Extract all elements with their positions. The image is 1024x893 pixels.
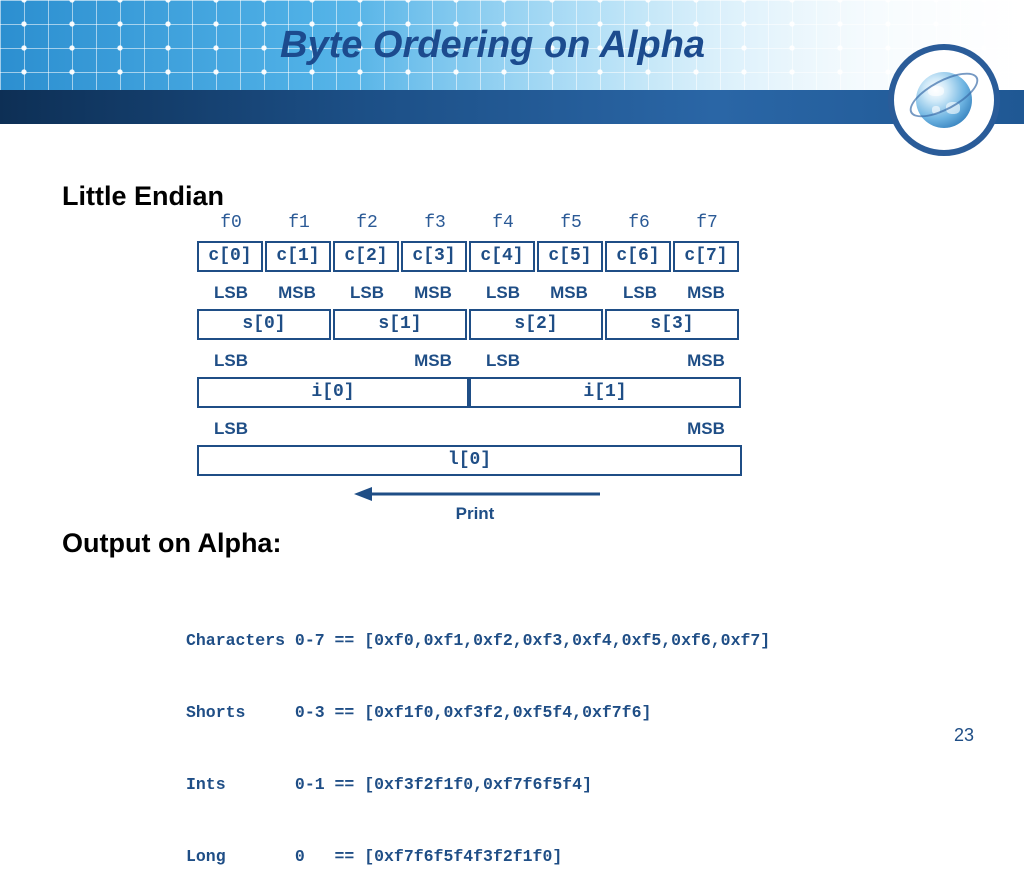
byte-label: f5	[560, 213, 582, 233]
page-number: 23	[953, 725, 974, 745]
output-line: Long 0 == [0xf7f6f5f4f3f2f1f0]	[186, 847, 563, 866]
msb-label: MSB	[414, 351, 452, 370]
msb-label: MSB	[687, 351, 725, 370]
lsb-label: LSB	[486, 351, 520, 370]
byte-label: f6	[628, 213, 650, 233]
little-endian-heading: Little Endian	[62, 181, 224, 211]
byte-label: f0	[220, 213, 242, 233]
short-cell: s[3]	[605, 309, 739, 340]
int-cell: i[0]	[197, 377, 469, 408]
short-cell: s[0]	[197, 309, 331, 340]
header-band	[0, 90, 1024, 124]
short-cell: s[1]	[333, 309, 467, 340]
output-line: Ints 0-1 == [0xf3f2f1f0,0xf7f6f5f4]	[186, 775, 592, 794]
int-cell: i[1]	[469, 377, 741, 408]
header-fade	[0, 0, 1024, 90]
output-heading: Output on Alpha:	[62, 528, 282, 558]
header-background	[0, 0, 1024, 90]
lsb-label: LSB	[214, 419, 248, 438]
globe-logo	[888, 44, 1000, 156]
char-cell: c[1]	[265, 241, 331, 272]
msb-label: MSB	[550, 283, 588, 302]
byte-label: f3	[424, 213, 446, 233]
output-code-block: Characters 0-7 == [0xf0,0xf1,0xf2,0xf3,0…	[186, 581, 770, 893]
lsb-label: LSB	[214, 283, 248, 302]
output-line: Shorts 0-3 == [0xf1f0,0xf3f2,0xf5f4,0xf7…	[186, 703, 652, 722]
slide-title: Byte Ordering on Alpha	[280, 24, 706, 66]
byte-label: f1	[288, 213, 310, 233]
lsb-label: LSB	[486, 283, 520, 302]
msb-label: MSB	[414, 283, 452, 302]
output-line: Characters 0-7 == [0xf0,0xf1,0xf2,0xf3,0…	[186, 631, 771, 650]
msb-label: MSB	[687, 419, 725, 438]
char-cell: c[0]	[197, 241, 263, 272]
short-cell: s[2]	[469, 309, 603, 340]
char-cell: c[5]	[537, 241, 603, 272]
lsb-label: LSB	[214, 351, 248, 370]
lsb-label: LSB	[350, 283, 384, 302]
long-cell: l[0]	[197, 445, 742, 476]
globe-icon	[916, 72, 972, 128]
byte-label: f4	[492, 213, 514, 233]
char-cell: c[6]	[605, 241, 671, 272]
msb-label: MSB	[278, 283, 316, 302]
print-label: Print	[455, 504, 495, 523]
char-cell: c[7]	[673, 241, 739, 272]
char-cell: c[3]	[401, 241, 467, 272]
byte-label: f2	[356, 213, 378, 233]
left-arrow-icon	[354, 487, 600, 501]
char-cell: c[2]	[333, 241, 399, 272]
char-cell: c[4]	[469, 241, 535, 272]
msb-label: MSB	[687, 283, 725, 302]
lsb-label: LSB	[623, 283, 657, 302]
byte-label: f7	[696, 213, 718, 233]
